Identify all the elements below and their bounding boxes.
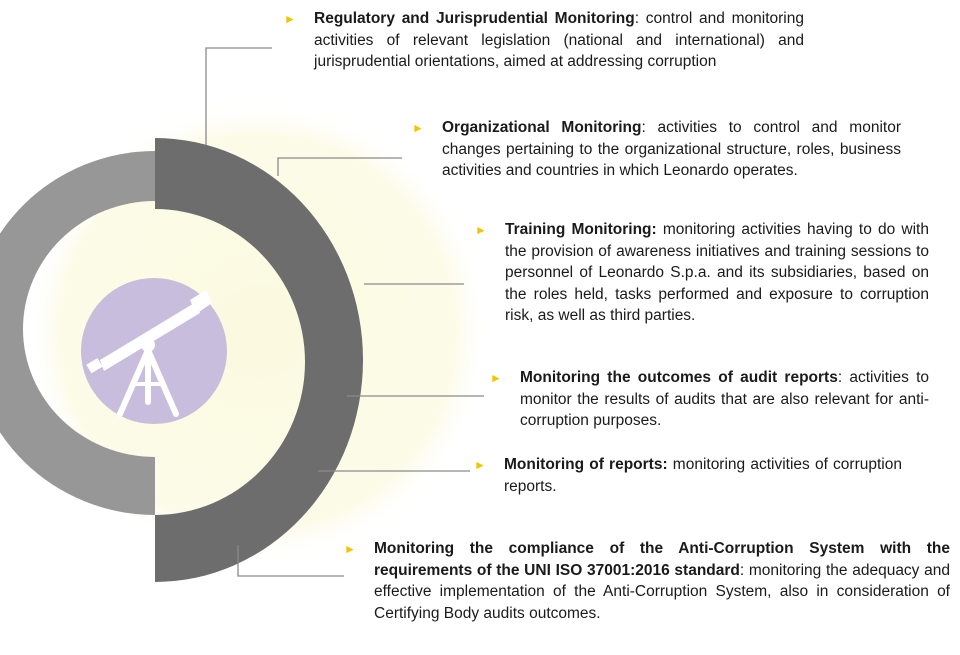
item-audit-reports-monitoring: ► Monitoring the outcomes of audit repor… xyxy=(490,367,929,432)
connector-regulatory xyxy=(205,47,272,145)
item-text: : monitoring the adequacy and effective … xyxy=(374,561,950,622)
bullet-arrow-icon: ► xyxy=(490,371,502,385)
item-compliance-monitoring: ► Monitoring the compliance of the Anti-… xyxy=(344,538,950,624)
connector-organizational xyxy=(277,157,402,176)
item-title: Organizational Monitoring xyxy=(442,119,642,136)
ring-right-half xyxy=(155,138,363,582)
bullet-arrow-icon: ► xyxy=(412,121,424,135)
item-text: monitoring activities having to do with … xyxy=(505,221,929,324)
background-glow xyxy=(26,100,490,564)
item-text: : activities to monitor the results of a… xyxy=(520,369,929,429)
item-text: monitoring activities of corruption repo… xyxy=(504,456,902,495)
item-training-monitoring: ► Training Monitoring: monitoring activi… xyxy=(475,219,929,327)
item-text: : control and monitoring activities of r… xyxy=(314,10,804,70)
bullet-arrow-icon: ► xyxy=(474,458,486,472)
connector-compliance xyxy=(237,545,344,577)
item-text: : activities to control and monitor chan… xyxy=(442,119,901,179)
item-title: Regulatory and Jurisprudential Monitorin… xyxy=(314,10,635,27)
item-title: Training Monitoring: xyxy=(505,221,657,238)
item-regulatory-monitoring: ► Regulatory and Jurisprudential Monitor… xyxy=(284,8,804,73)
item-reports-monitoring: ► Monitoring of reports: monitoring acti… xyxy=(474,454,902,497)
bullet-arrow-icon: ► xyxy=(344,542,356,556)
telescope-icon xyxy=(86,290,212,417)
item-title: Monitoring of reports: xyxy=(504,456,668,473)
connector-lines xyxy=(205,47,484,577)
item-title: Monitoring the compliance of the Anti-Co… xyxy=(374,540,950,579)
ring-left-half xyxy=(0,151,155,515)
bullet-arrow-icon: ► xyxy=(475,223,487,237)
item-title: Monitoring the outcomes of audit reports xyxy=(520,369,838,386)
item-organizational-monitoring: ► Organizational Monitoring: activities … xyxy=(412,117,901,182)
bullet-arrow-icon: ► xyxy=(284,12,296,26)
